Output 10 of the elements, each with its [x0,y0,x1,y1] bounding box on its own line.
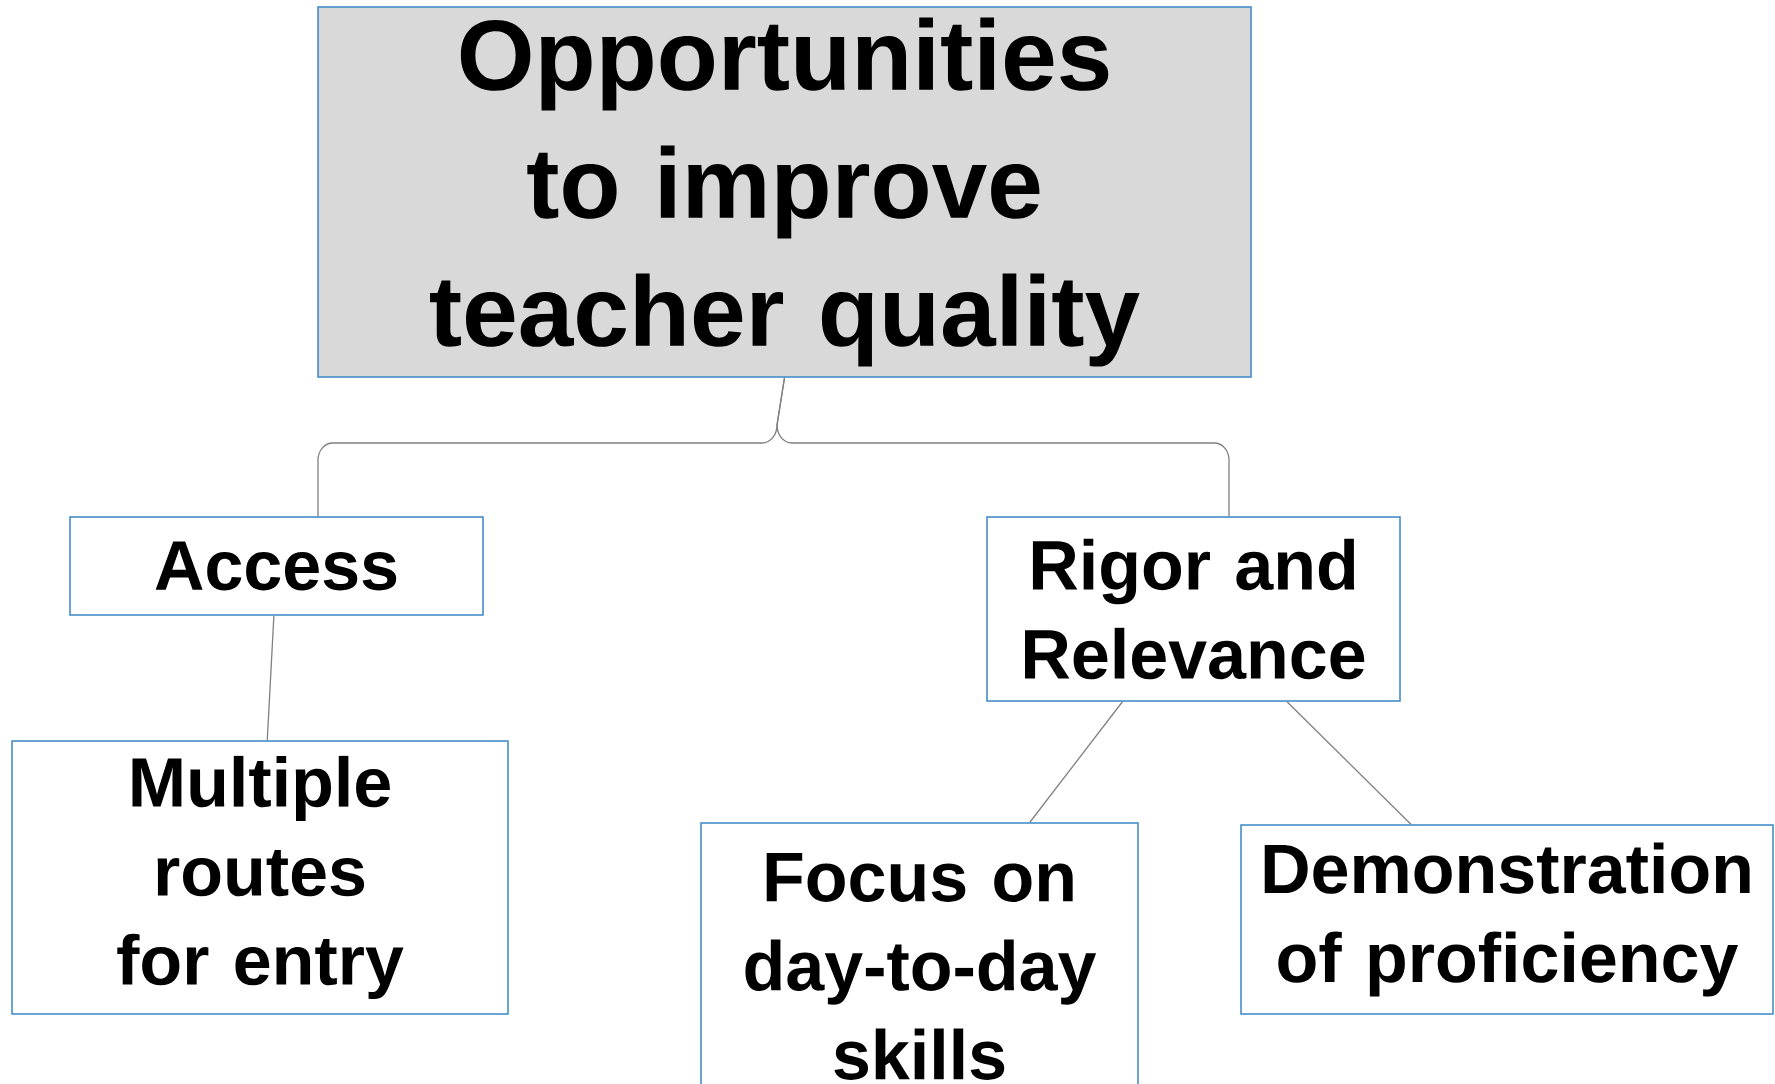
title-box: Opportunities to improve teacher quality [317,6,1252,378]
connector-line [266,615,275,741]
connector-line [776,377,1230,517]
topic-box: Multiple routes for entry [11,740,509,1015]
topic-box: Focus on day-to-day skills [700,822,1139,1084]
topic-box: Access [69,516,484,616]
topic-box: Rigor and Relevance [986,516,1401,702]
topic-box: Demonstration of proficiency [1240,824,1774,1015]
connector-line [1286,701,1412,825]
connector-line [1029,701,1124,823]
